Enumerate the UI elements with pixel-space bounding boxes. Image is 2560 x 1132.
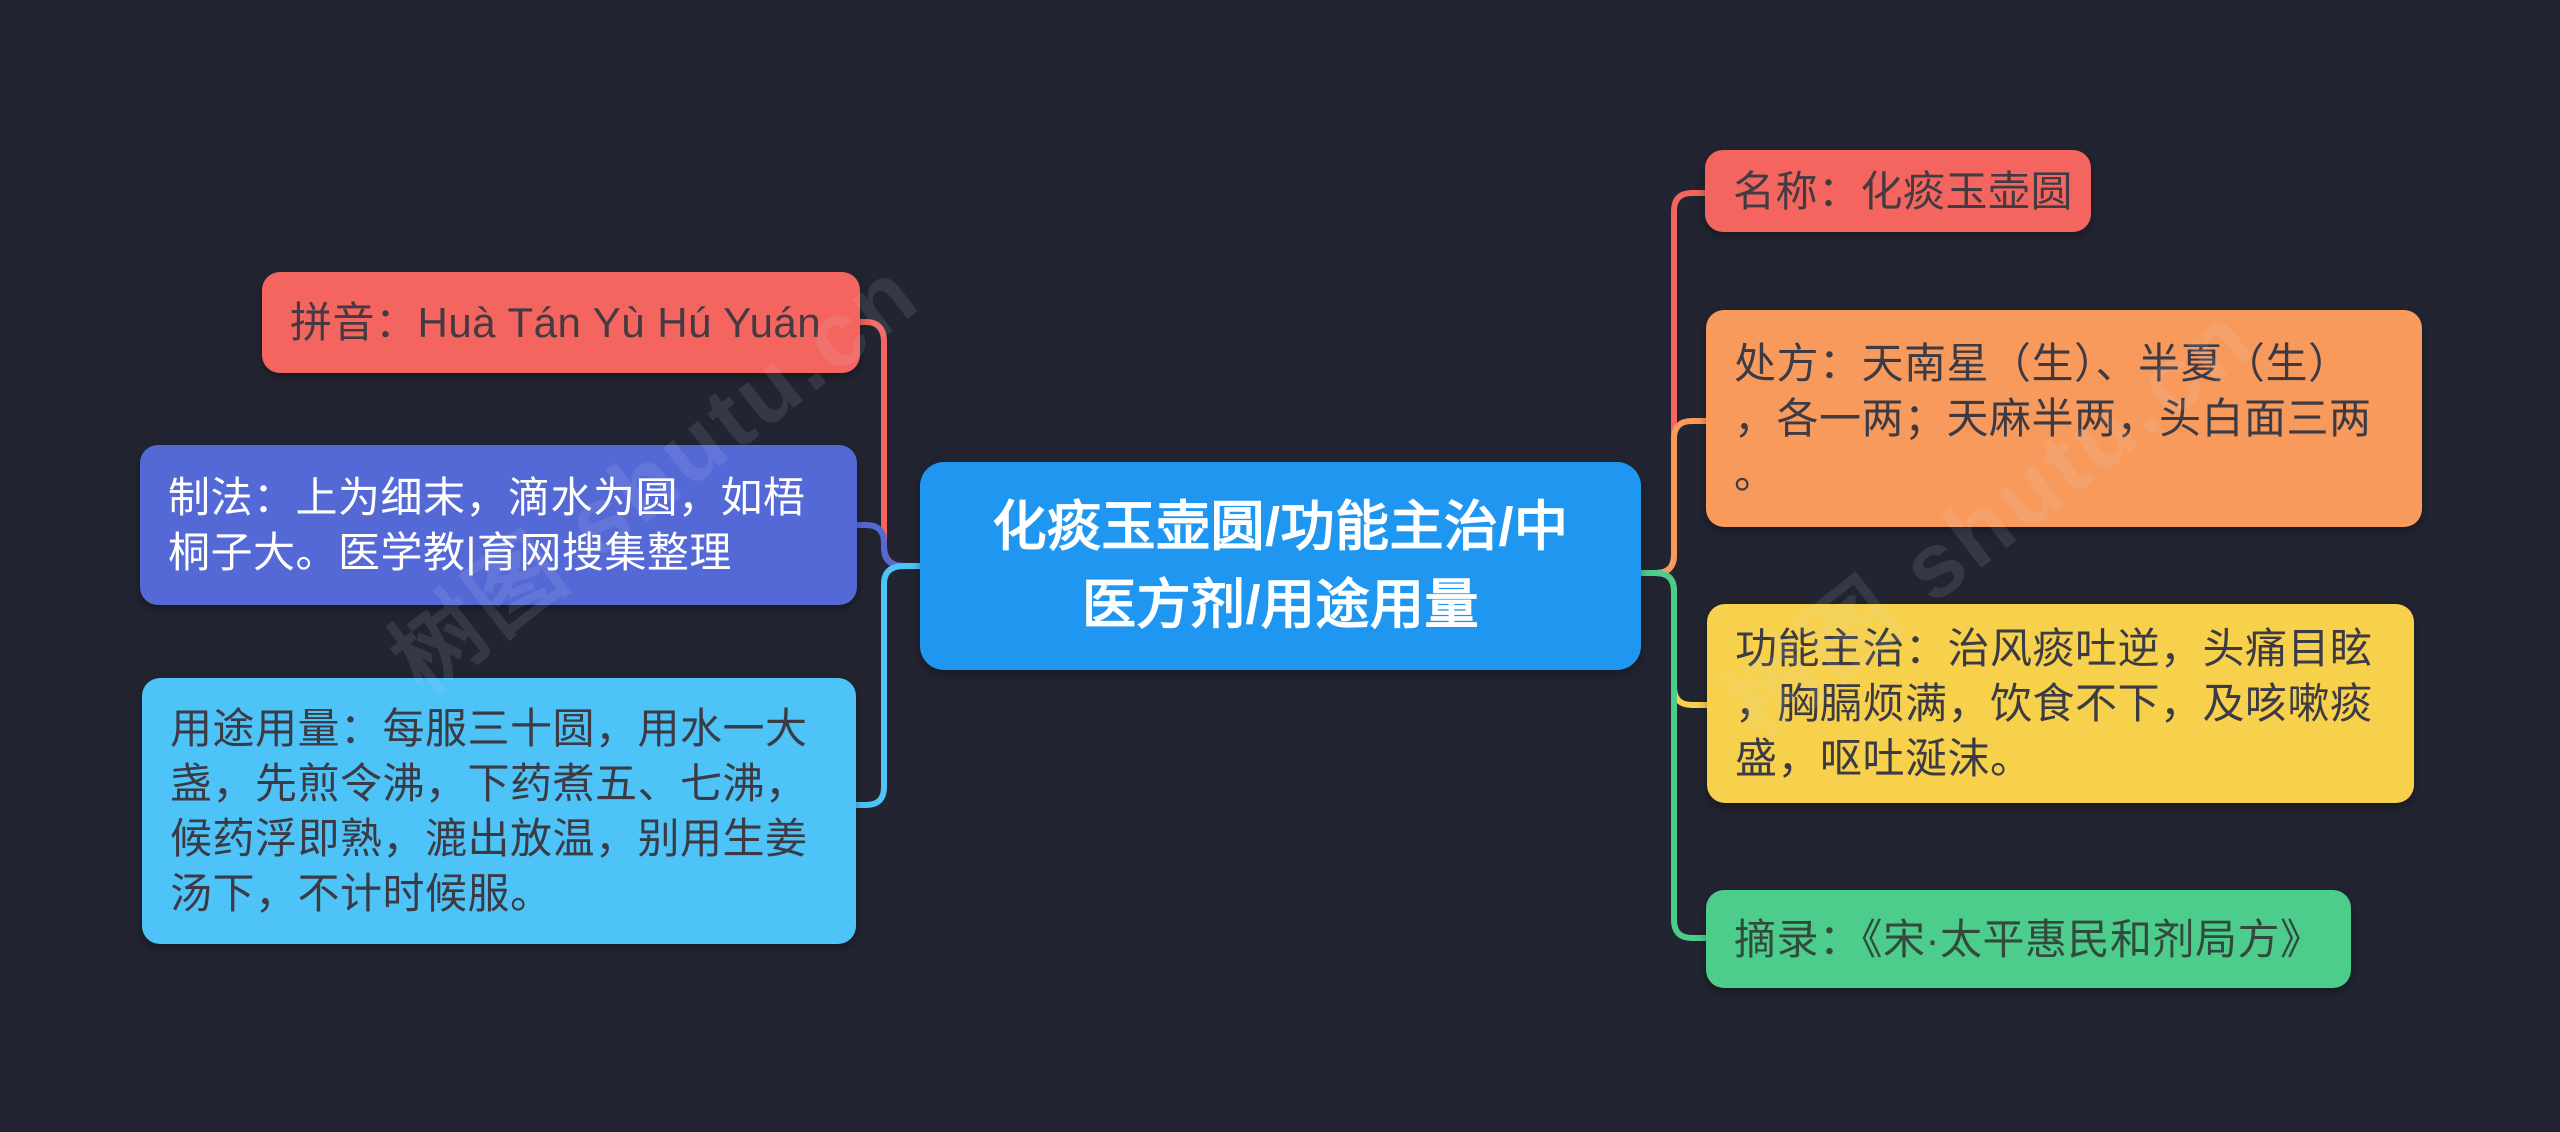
edge-prescription <box>1638 418 1709 576</box>
edge-dosage <box>853 563 923 808</box>
edge-excerpt <box>1638 570 1709 941</box>
node-pinyin[interactable]: 拼音：Huà Tán Yù Hú Yuán <box>262 272 860 373</box>
node-indications[interactable]: 功能主治：治风痰吐逆，头痛目眩 ，胸膈烦满，饮食不下，及咳嗽痰 盛，呕吐涎沫。 <box>1707 604 2414 803</box>
node-usage-dosage[interactable]: 用途用量：每服三十圆，用水一大 盏，先煎令沸，下药煮五、七沸， 候药浮即熟，漉出… <box>142 678 856 944</box>
node-prescription[interactable]: 处方：天南星（生）、半夏（生） ，各一两；天麻半两，头白面三两 。 <box>1706 310 2422 527</box>
node-name[interactable]: 名称：化痰玉壶圆 <box>1705 150 2091 232</box>
node-excerpt[interactable]: 摘录：《宋·太平惠民和剂局方》 <box>1706 890 2351 988</box>
node-preparation-method[interactable]: 制法：上为细末，滴水为圆，如梧 桐子大。医学教|育网搜集整理 <box>140 445 857 605</box>
edge-pinyin <box>857 319 923 569</box>
edge-preparation <box>854 522 923 569</box>
central-topic-node[interactable]: 化痰玉壶圆/功能主治/中 医方剂/用途用量 <box>920 462 1641 670</box>
